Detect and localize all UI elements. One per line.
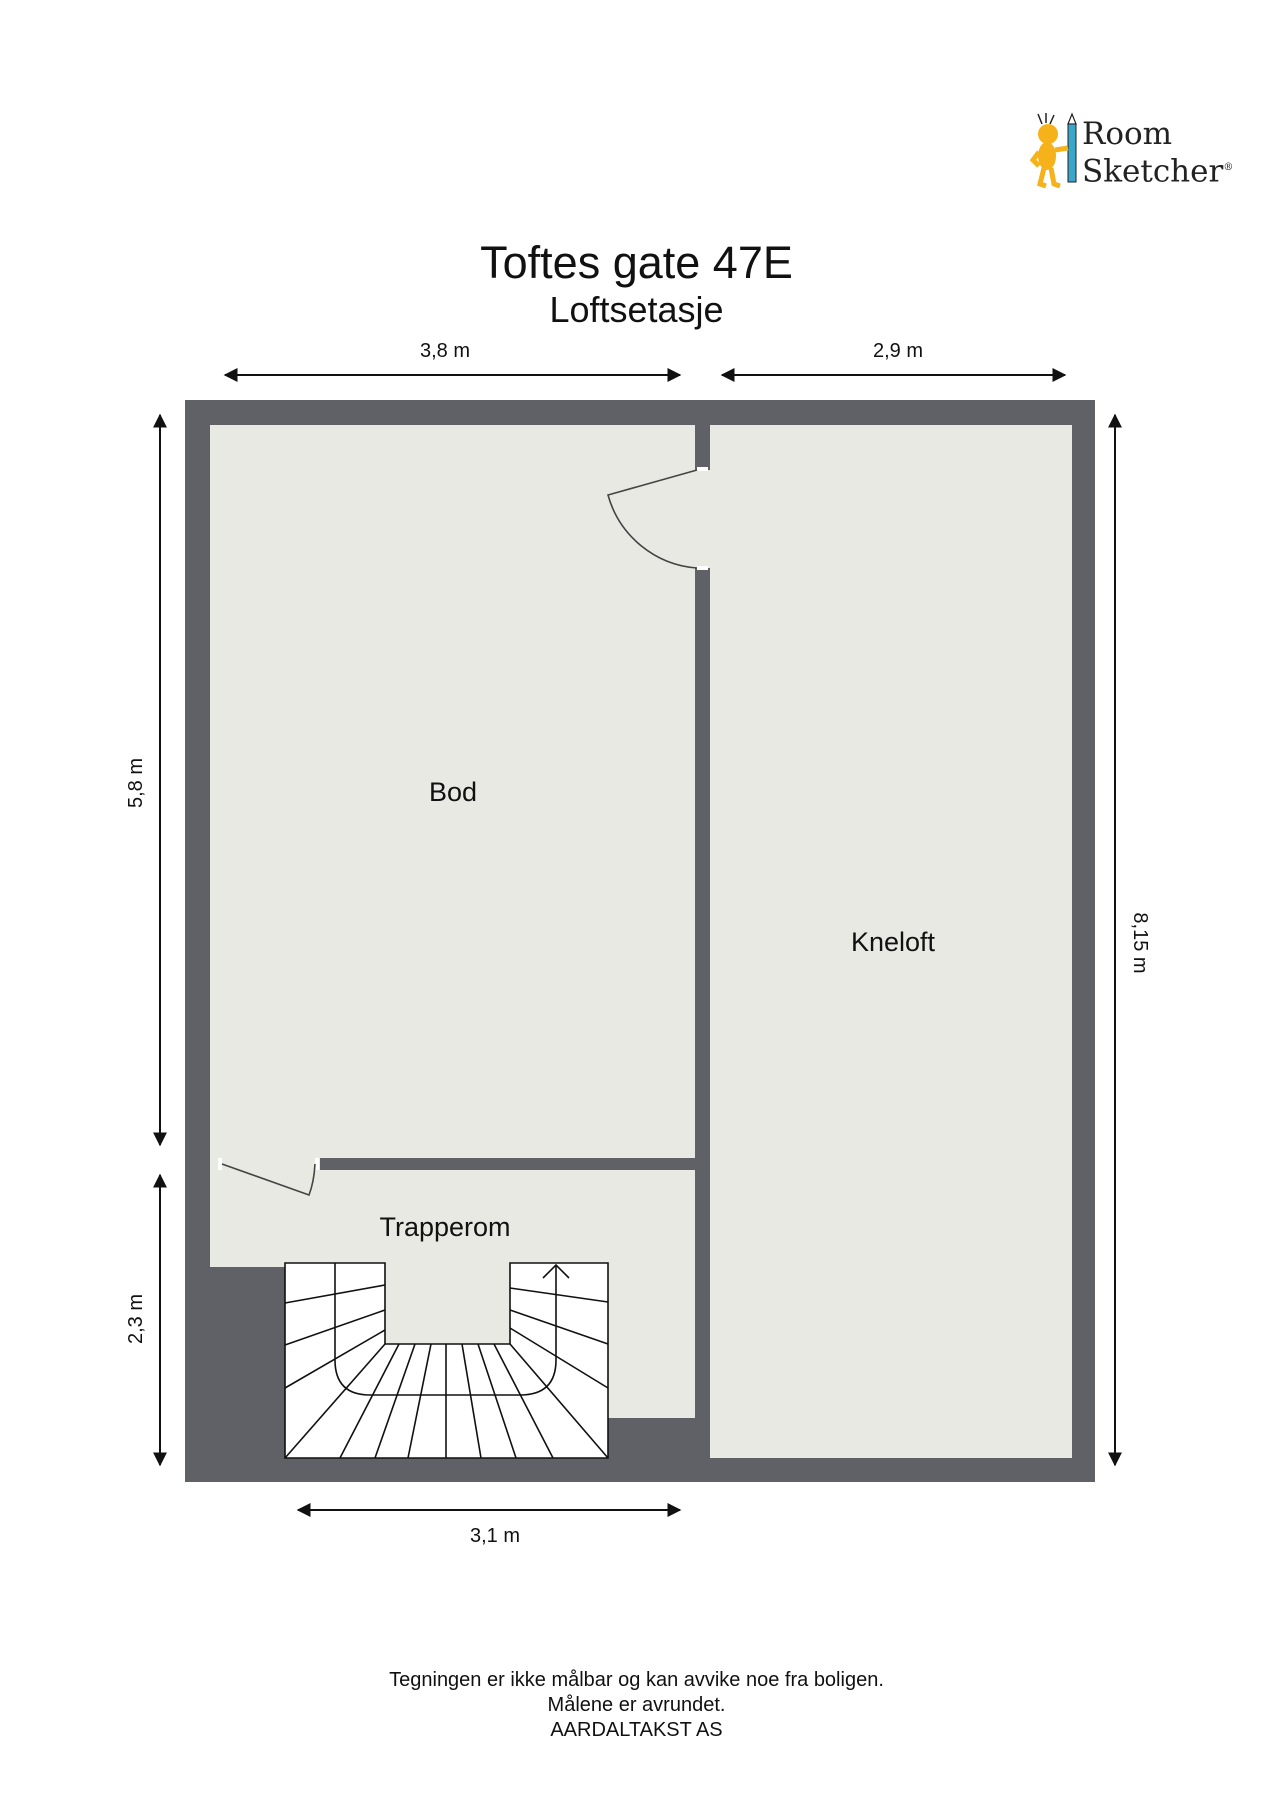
room-bod-floor: [210, 425, 695, 1158]
roomsketcher-logo: Room Sketcher®: [1029, 112, 1233, 192]
room-label-trapperom: Trapperom: [379, 1212, 511, 1242]
dimension-top-right: 2,9 m: [872, 340, 924, 362]
door-swing-bod: [607, 469, 698, 569]
dimension-top-left: 3,8 m: [419, 340, 471, 362]
plan-title: Toftes gate 47E: [480, 237, 793, 288]
logo-line-room: Room: [1082, 116, 1173, 152]
door-opening-trapperom: [210, 1157, 320, 1171]
room-label-kneloft: Kneloft: [850, 927, 936, 957]
staircase: [284, 1262, 609, 1459]
rounding-note: Målene er avrundet.: [547, 1694, 726, 1716]
logo-line-sketcher: Sketcher: [1082, 153, 1224, 190]
dimension-right: 8,15 m: [1129, 912, 1151, 974]
room-trapperom-floor: [210, 1170, 695, 1267]
disclaimer-line: Tegningen er ikke målbar og kan avvike n…: [389, 1669, 884, 1691]
roomsketcher-mascot-pencil-icon: [1029, 112, 1077, 189]
dimension-bottom: 3,1 m: [469, 1525, 521, 1547]
door-swing-trapperom: [221, 1163, 316, 1197]
logo-text: Room Sketcher®: [1082, 118, 1233, 188]
registered-mark: ®: [1223, 162, 1234, 173]
dimension-left-lower: 2,3 m: [125, 1293, 147, 1345]
dimension-left-upper: 5,8 m: [125, 757, 147, 809]
door-opening-bod-kneloft: [695, 470, 710, 568]
room-label-bod: Bod: [428, 777, 478, 807]
room-kneloft-floor: [710, 425, 1072, 1458]
company-name: AARDALTAKST AS: [550, 1719, 723, 1741]
plan-subtitle: Loftsetasje: [549, 289, 724, 330]
